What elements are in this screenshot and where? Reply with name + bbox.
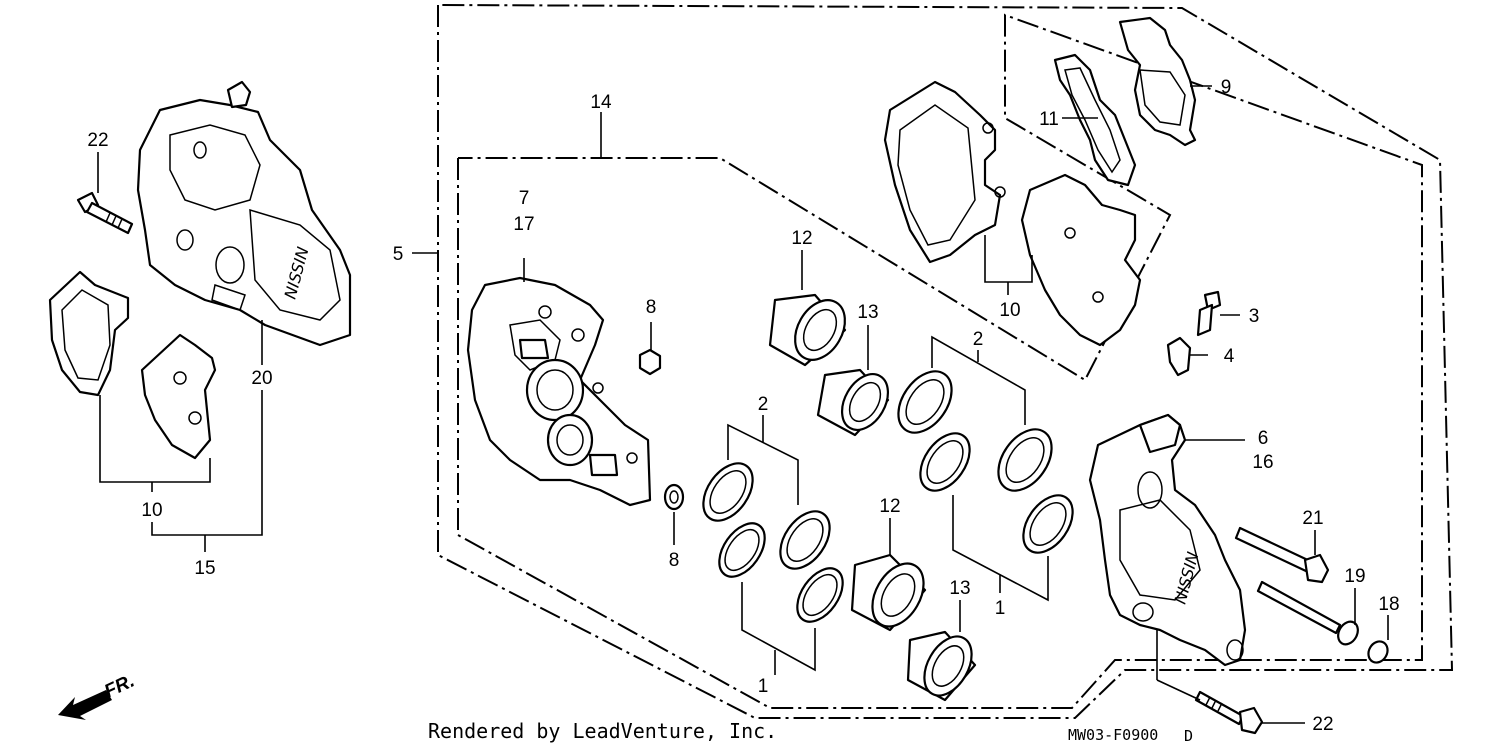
seal-rings [702,370,1074,623]
piston-12-lower [850,518,927,632]
callout-1a: 1 [758,676,769,697]
drawing-code: MW03-F0900 [1068,726,1158,744]
pad-spring-9 [1118,16,1212,147]
callout-10a: 10 [141,500,162,521]
bolt-22-lower [1194,690,1305,735]
bleeder-screw-3 [1196,290,1240,337]
callout-22a: 22 [87,130,108,151]
caliper-assembled: NISSIN [136,80,352,365]
drawing-code-suffix: D [1184,727,1193,745]
leader-22-lower-b [1156,679,1201,701]
callout-4: 4 [1224,346,1235,367]
callout-6: 6 [1258,428,1269,449]
callout-14: 14 [590,92,612,113]
piston-13-upper [816,325,890,437]
callout-labels: 1 1 2 2 3 4 5 6 7 8 8 9 10 10 11 12 12 1… [87,77,1399,735]
callout-8a: 8 [646,297,657,318]
caliper-half-outer [466,258,652,507]
nut-8-lower [663,483,685,545]
piston-13-lower [906,600,977,702]
pad-shim-11 [1053,53,1137,187]
callout-2b: 2 [973,329,984,350]
callout-20: 20 [251,368,272,389]
callout-13b: 13 [949,578,970,599]
callout-15: 15 [194,558,215,579]
callout-18: 18 [1378,594,1399,615]
callout-16: 16 [1252,452,1273,473]
callout-19: 19 [1344,566,1365,587]
callout-8b: 8 [669,550,680,571]
piston-12-upper [768,250,847,367]
callout-1b: 1 [995,598,1006,619]
callout-17: 17 [513,214,534,235]
pin-19 [1256,580,1359,646]
assembly-boundary-5 [412,4,1454,719]
callout-12b: 12 [879,496,900,517]
callout-2a: 2 [758,394,769,415]
callout-5: 5 [393,244,404,265]
callout-11: 11 [1039,109,1059,130]
callout-7: 7 [519,188,530,209]
callout-12a: 12 [791,228,812,249]
plug-18 [1367,615,1389,664]
bolt-22-upper [76,152,134,235]
brake-pads-left [48,270,263,552]
callout-10b: 10 [999,300,1020,321]
brake-pads-right [883,80,1142,347]
nut-8-upper [638,322,662,376]
callout-21: 21 [1302,508,1323,529]
grouping-lines [727,335,1049,675]
callout-22b: 22 [1312,714,1333,735]
callout-3: 3 [1249,306,1260,327]
credit-text: Rendered by LeadVenture, Inc. [428,719,777,743]
assembly-boundary-14 [457,13,1423,709]
callout-13a: 13 [857,302,878,323]
caliper-half-inner: NISSIN [1088,413,1247,667]
bleeder-cap-4 [1166,336,1208,377]
callout-9: 9 [1221,77,1232,98]
bolt-21 [1234,526,1330,584]
front-direction-arrow: FR. [58,671,138,720]
